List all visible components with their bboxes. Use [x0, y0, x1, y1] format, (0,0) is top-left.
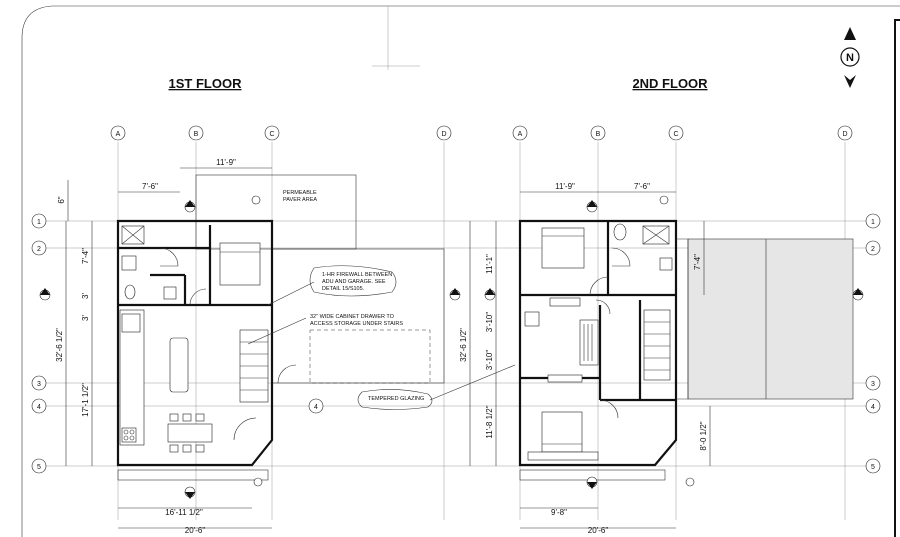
closet	[579, 319, 599, 366]
grid-label: B	[596, 131, 601, 138]
second-floor-plan	[518, 219, 854, 481]
dining-table	[167, 423, 213, 443]
door-swing	[159, 247, 179, 267]
door-swing	[595, 299, 611, 315]
grid-label: 4	[37, 404, 41, 411]
garage-roof-below	[676, 238, 854, 400]
dim-label: 7'-6"	[142, 182, 158, 191]
toilet	[124, 284, 136, 300]
north-label: N	[846, 52, 854, 64]
garage-door	[309, 329, 431, 384]
dim-label: 20'-6"	[588, 526, 609, 535]
second-floor-title: 2ND FLOOR	[632, 76, 708, 91]
washer	[524, 311, 540, 327]
dim-label: 11'-9"	[555, 182, 575, 191]
range	[121, 427, 137, 443]
right-title-block-edge	[894, 19, 900, 537]
grid-label: 2	[37, 246, 41, 253]
second-floor-exterior-wall	[518, 219, 678, 467]
dim-label: 11'-1"	[485, 254, 494, 274]
door-swing	[189, 288, 207, 306]
tempered-glazing-note: TEMPERED GLAZING	[368, 396, 424, 402]
section-markers	[39, 195, 864, 499]
dim-label: 6"	[57, 196, 66, 203]
first-floor-dimensions: 11'-9" 7'-6" 6" 7'-4" 3' 3' 32'-6 1/2" 1…	[55, 158, 272, 535]
grid-label: 5	[37, 464, 41, 471]
fridge	[121, 313, 141, 333]
bench	[527, 451, 599, 461]
grid-bubbles-rows: 1 2 3 4 5 4 1 2 3 4 5	[31, 213, 881, 474]
grid-bubbles-columns: A B C D A B C D	[110, 125, 853, 141]
dim-label: 8'-0 1/2"	[699, 421, 708, 450]
dim-label: 9'-8"	[551, 508, 567, 517]
grid-label: 4	[314, 404, 318, 411]
bed	[219, 242, 261, 286]
dim-label: 7'-4"	[693, 254, 702, 270]
door-swing	[589, 276, 609, 296]
washer	[163, 286, 177, 300]
dim-label: 3'-10"	[485, 350, 494, 371]
sheet-border	[21, 5, 900, 537]
dim-label: 32'-6 1/2"	[459, 328, 468, 362]
bed	[541, 227, 585, 269]
kitchen-counter	[119, 309, 145, 446]
grid-label: B	[194, 131, 199, 138]
dim-label: 32'-6 1/2"	[55, 328, 64, 362]
grid-label: 1	[871, 219, 875, 226]
sink	[121, 255, 137, 271]
grid-label: 5	[871, 464, 875, 471]
desk	[547, 374, 583, 383]
dim-label: 3'-10"	[485, 312, 494, 333]
grid-label: 1	[37, 219, 41, 226]
grid-label: A	[116, 131, 121, 138]
bed	[541, 411, 583, 453]
grid-label: D	[842, 131, 847, 138]
second-floor-dimensions: 11'-9" 7'-6" 11'-1" 3'-10" 3'-10" 32'-6 …	[459, 182, 711, 535]
first-floor-title: 1ST FLOOR	[169, 76, 243, 91]
north-arrow: N	[840, 27, 860, 88]
stair-opening	[643, 309, 671, 381]
grid-label: 3	[37, 381, 41, 388]
first-floor-exterior-wall	[116, 219, 274, 467]
north-arrow-tail-icon	[844, 75, 856, 88]
grid-label: 4	[871, 404, 875, 411]
desk	[549, 297, 581, 307]
dim-label: 7'-6"	[634, 182, 650, 191]
front-porch	[117, 469, 269, 481]
stairs	[239, 329, 269, 403]
toilet	[613, 223, 627, 241]
grid-label: 2	[871, 246, 875, 253]
dim-label: 16'-11 1/2"	[165, 508, 203, 517]
dim-label: 11'-9"	[216, 158, 236, 167]
north-arrow-icon	[844, 27, 856, 40]
dim-label: 3'	[81, 293, 90, 299]
door-swing	[277, 364, 297, 384]
dim-label: 7'-4"	[81, 248, 90, 264]
dim-label: 11'-8 1/2"	[485, 405, 494, 438]
grid-label: D	[441, 131, 446, 138]
sink	[659, 257, 673, 271]
door-swing	[611, 247, 631, 267]
grid-label: 3	[871, 381, 875, 388]
dim-label: 3'	[81, 315, 90, 321]
dim-label: 20'-6"	[185, 526, 206, 535]
grid-label: A	[518, 131, 523, 138]
door-swing	[599, 399, 619, 419]
paver-area	[195, 174, 357, 250]
door-swing	[233, 417, 257, 441]
grid-label: C	[673, 131, 678, 138]
sofa	[169, 337, 189, 393]
dim-label: 17'-1 1/2"	[81, 383, 90, 417]
grid-label: C	[269, 131, 274, 138]
